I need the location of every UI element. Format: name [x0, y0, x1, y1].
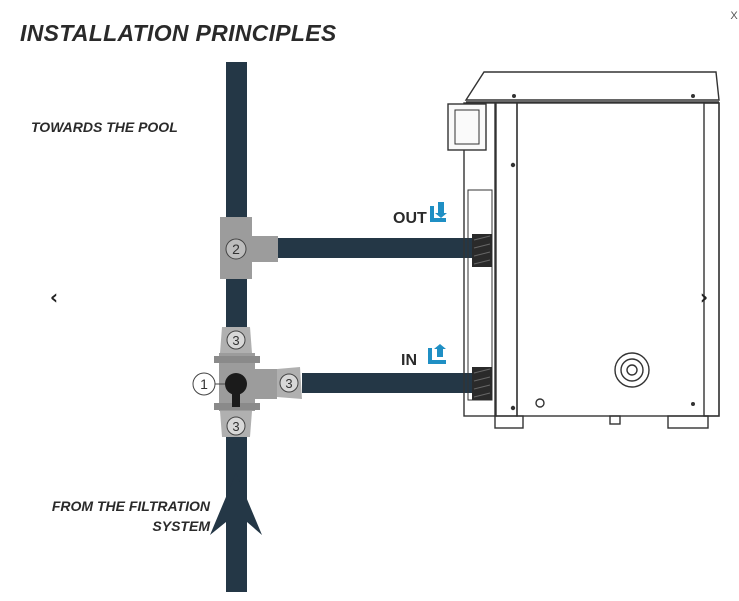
marker-tee-number: 2 [232, 241, 240, 257]
marker-union-top-number: 3 [232, 333, 239, 348]
label-from-filtration: FROM THE FILTRATION SYSTEM [10, 496, 210, 536]
in-label: IN [401, 352, 417, 369]
in-connector [472, 367, 492, 400]
union-side [277, 367, 302, 399]
connector-threads [473, 235, 491, 398]
out-label: OUT [393, 210, 427, 227]
valve-marker-circle [192, 372, 216, 396]
label-from-filtration-line2: SYSTEM [152, 518, 210, 534]
page-title: INSTALLATION PRINCIPLES [20, 20, 337, 46]
next-slide-button[interactable]: › [699, 285, 709, 309]
flow-arrow-up [210, 473, 262, 535]
label-towards-pool: TOWARDS THE POOL [31, 119, 178, 135]
in-arrow-icon [428, 344, 446, 364]
close-button[interactable]: X [730, 10, 738, 22]
out-arrow-icon [430, 202, 447, 222]
valve-handle-icon [225, 373, 247, 407]
label-from-filtration-line1: FROM THE FILTRATION [51, 498, 210, 514]
out-pipe [276, 238, 474, 258]
union-top [220, 327, 252, 353]
heat-pump-unit [447, 71, 720, 429]
in-pipe [302, 373, 474, 393]
heat-pump-screws [510, 94, 695, 411]
marker-union-bottom-number: 3 [232, 419, 239, 434]
marker-union-side-number: 3 [285, 376, 292, 391]
marker-valve-number: 1 [200, 376, 208, 392]
out-connector [472, 234, 492, 267]
tee-fitting [220, 217, 278, 279]
previous-slide-button[interactable]: ‹ [49, 285, 59, 309]
union-bottom [220, 411, 252, 437]
